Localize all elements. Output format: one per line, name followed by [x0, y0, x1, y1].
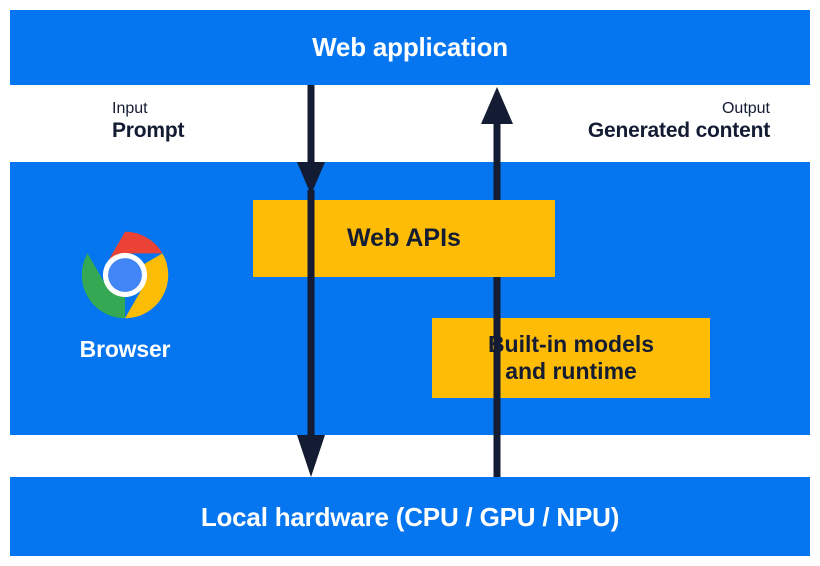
output-annotation: Output Generated content [588, 100, 770, 145]
layer-web-application: Web application [10, 10, 810, 85]
web-application-label: Web application [312, 32, 508, 62]
local-hardware-label: Local hardware (CPU / GPU / NPU) [200, 502, 620, 532]
web-apis-box[interactable]: Web APIs [253, 200, 555, 277]
output-kind-label: Output [721, 100, 770, 117]
input-kind-label: Input [112, 100, 148, 117]
chrome-logo-icon [81, 231, 169, 319]
input-annotation: Input Prompt [112, 100, 185, 145]
built-in-models-box[interactable]: Built-in models and runtime [432, 318, 710, 398]
browser-identity: Browser [42, 228, 208, 363]
built-in-models-label: Built-in models and runtime [487, 330, 655, 384]
layer-local-hardware: Local hardware (CPU / GPU / NPU) [10, 477, 810, 556]
input-value-label: Prompt [112, 119, 185, 143]
browser-label: Browser [79, 336, 171, 362]
output-value-label: Generated content [587, 119, 770, 143]
web-apis-label: Web APIs [347, 223, 461, 252]
